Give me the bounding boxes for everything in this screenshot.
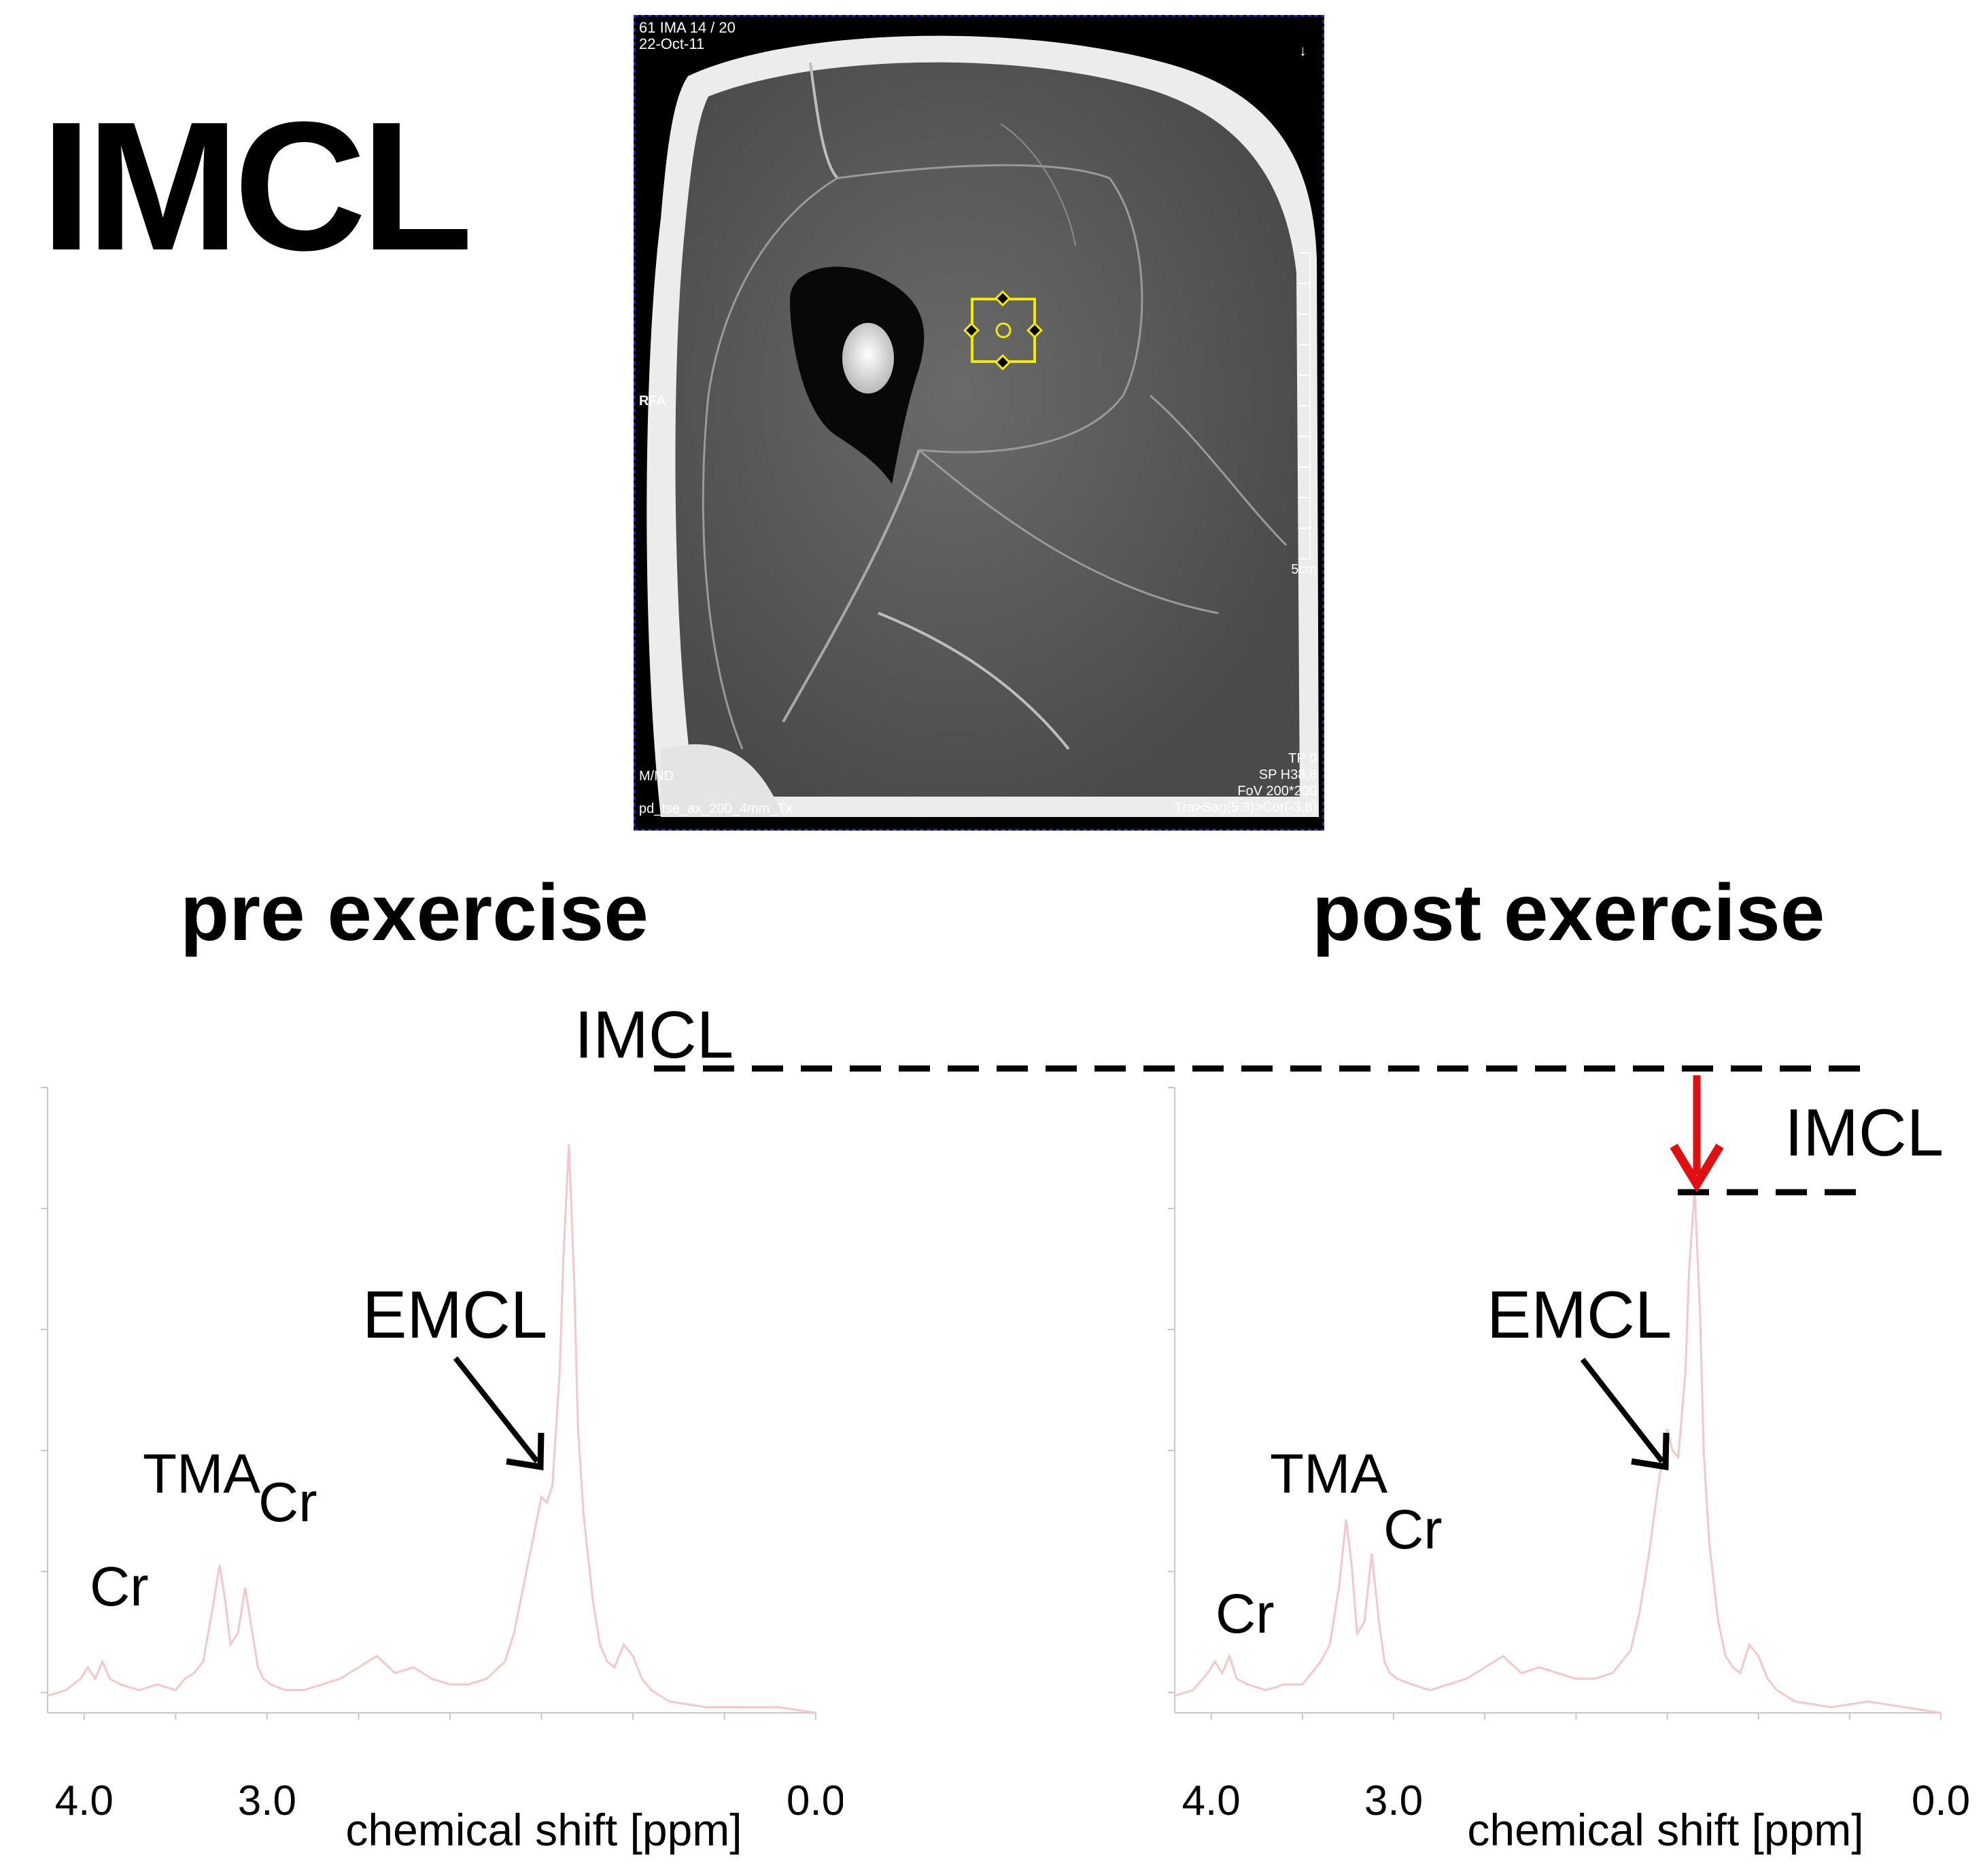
mri-date-label: 22-Oct-11 [639, 35, 704, 52]
mri-series-label: 61 IMA 14 / 20 [639, 19, 736, 36]
mri-frame [634, 15, 1324, 831]
x-tick-label: 0.0 [787, 1777, 843, 1824]
page-title: IMCL [41, 84, 473, 289]
mri-side-label: RFA [639, 394, 666, 409]
mri-image: ↓ 61 IMA 14 / 20 22-Oct-11 RFA 5cm M/ND … [634, 15, 1324, 831]
x-tick-label: 4.0 [1182, 1777, 1241, 1824]
spectrum-post-chart: 4.0 3.0 0.0 chemical shift [ppm] [1168, 1087, 1970, 1855]
mri-sp-label: SP H38.8 [1259, 767, 1317, 782]
mri-tp-label: TP 0 [1288, 751, 1317, 766]
femur-marrow [842, 323, 894, 394]
x-tick-label: 3.0 [1364, 1777, 1423, 1824]
post-x-axis-label: chemical shift [ppm] [1467, 1805, 1863, 1855]
pre-exercise-title: pre exercise [180, 868, 649, 958]
muscle-region [675, 62, 1300, 797]
pre-axes [41, 1087, 816, 1720]
x-tick-label: 4.0 [55, 1777, 114, 1824]
post-axes [1168, 1087, 1942, 1720]
mri-scale-label: 5cm [1291, 562, 1317, 577]
mri-fov-label: FoV 200*200 [1237, 784, 1317, 799]
mri-mode-label: M/ND [639, 769, 674, 784]
down-arrow-icon: ↓ [1299, 42, 1307, 59]
mri-sequence-label: pd_tse_ax_200_4mm_Tx [639, 801, 793, 816]
spectrum-pre-chart: 4.0 3.0 0.0 chemical shift [ppm] [41, 1087, 843, 1855]
x-tick-label: 0.0 [1912, 1777, 1970, 1824]
mri-orientation-label: Tra>Sag(5.3)>Cor(-3.8) [1175, 800, 1317, 815]
x-tick-label: 3.0 [238, 1777, 296, 1824]
post-exercise-title: post exercise [1312, 868, 1825, 958]
pre-spectrum-line [47, 1144, 816, 1714]
pre-x-axis-label: chemical shift [ppm] [345, 1805, 742, 1855]
post-spectrum-line [1174, 1189, 1942, 1714]
voxel-marker[interactable] [963, 290, 1044, 371]
